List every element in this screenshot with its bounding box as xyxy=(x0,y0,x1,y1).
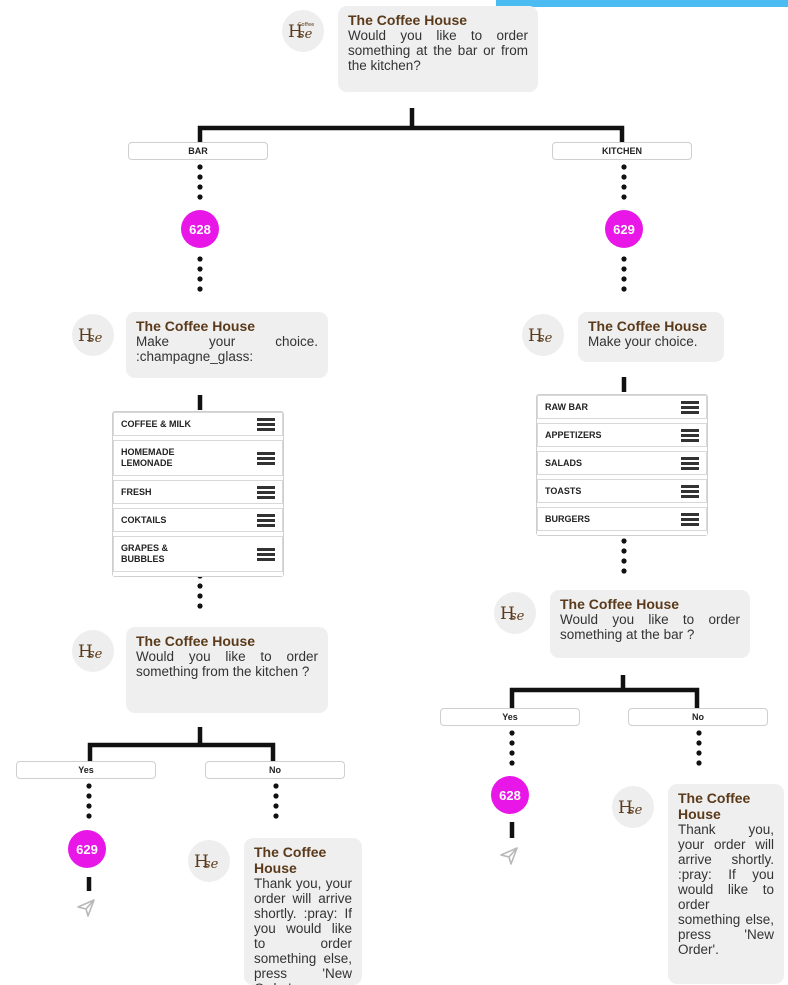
hamburger-icon xyxy=(257,513,275,527)
message-text: Thank you, your order will arrive shortl… xyxy=(678,822,774,957)
cross-sell-bubble: The Coffee House Would you like to order… xyxy=(126,627,328,713)
menu-item[interactable]: SALADS xyxy=(537,451,707,479)
menu-item-label: RAW BAR xyxy=(545,401,588,412)
menu-item-label: COFFEE & MILK xyxy=(121,418,191,429)
message-sender: The Coffee House xyxy=(678,790,751,822)
flow-step-badge: 629 xyxy=(605,210,643,248)
message-sender: The Coffee House xyxy=(254,844,327,876)
message-text: Thank you, your order will arrive shortl… xyxy=(254,876,352,985)
menu-prompt-bubble: The Coffee House Make your choice. xyxy=(578,312,724,362)
svg-text:se: se xyxy=(88,331,103,346)
hamburger-icon xyxy=(257,451,275,465)
menu-item-label: SALADS xyxy=(545,457,583,468)
menu-prompt-bubble: The Coffee House Make your choice. :cham… xyxy=(126,312,328,378)
menu-item[interactable]: COKTAILS xyxy=(113,508,283,536)
svg-text:H: H xyxy=(288,22,303,42)
option-yes-button[interactable]: Yes xyxy=(440,708,580,726)
flow-step-badge: 628 xyxy=(491,776,529,814)
message-text: Would you like to order something at the… xyxy=(348,28,528,73)
option-yes-button[interactable]: Yes xyxy=(16,761,156,779)
thank-you-bubble: The Coffee House Thank you, your order w… xyxy=(244,838,362,985)
option-kitchen-button[interactable]: KITCHEN xyxy=(552,142,692,160)
flow-step-badge: 629 xyxy=(68,830,106,868)
svg-text:Coffee: Coffee xyxy=(298,22,314,28)
message-sender: The Coffee House xyxy=(348,12,468,28)
menu-item-label: APPETIZERS xyxy=(545,429,602,440)
menu-item[interactable]: TOASTS xyxy=(537,479,707,507)
hamburger-icon xyxy=(257,417,275,431)
hamburger-icon xyxy=(681,484,699,498)
hamburger-icon xyxy=(257,547,275,561)
menu-item[interactable]: RAW BAR xyxy=(537,395,707,423)
send-icon[interactable] xyxy=(76,898,96,918)
menu-item[interactable]: GRAPES & BUBBLES xyxy=(113,536,283,576)
hamburger-icon xyxy=(681,512,699,526)
option-no-button[interactable]: No xyxy=(628,708,768,726)
message-text: Would you like to order something from t… xyxy=(136,649,318,679)
bar-menu-list: COFFEE & MILK HOMEMADE LEMONADE FRESH CO… xyxy=(112,411,284,577)
message-text: Make your choice. xyxy=(588,334,698,349)
svg-text:H: H xyxy=(78,326,93,346)
kitchen-menu-list: RAW BAR APPETIZERS SALADS TOASTS BURGERS xyxy=(536,394,708,536)
svg-text:se: se xyxy=(88,647,103,662)
menu-item-label: TOASTS xyxy=(545,485,582,496)
svg-text:se: se xyxy=(204,857,219,872)
svg-text:se: se xyxy=(628,803,643,818)
message-text: Would you like to order something at the… xyxy=(560,612,740,642)
top-accent-bar xyxy=(496,0,788,7)
menu-item-label: FRESH xyxy=(121,486,152,497)
svg-text:H: H xyxy=(528,326,543,346)
option-no-button[interactable]: No xyxy=(205,761,345,779)
send-icon[interactable] xyxy=(499,846,519,866)
menu-item-label: COKTAILS xyxy=(121,514,167,525)
message-sender: The Coffee House xyxy=(560,596,680,612)
svg-text:H: H xyxy=(618,798,633,818)
cross-sell-bubble: The Coffee House Would you like to order… xyxy=(550,590,750,658)
hamburger-icon xyxy=(681,400,699,414)
root-message-bubble: The Coffee House Would you like to order… xyxy=(338,6,538,92)
svg-text:se: se xyxy=(538,331,553,346)
menu-item-label: GRAPES & BUBBLES xyxy=(121,543,169,564)
message-sender: The Coffee House xyxy=(136,318,256,334)
svg-text:H: H xyxy=(78,642,93,662)
message-text: Make your choice. :champagne_glass: xyxy=(136,334,318,364)
menu-item-label: BURGERS xyxy=(545,513,591,524)
hamburger-icon xyxy=(681,428,699,442)
svg-text:H: H xyxy=(194,852,209,872)
menu-item[interactable]: BURGERS xyxy=(537,507,707,535)
thank-you-bubble: The Coffee House Thank you, your order w… xyxy=(668,784,784,984)
message-sender: The Coffee House xyxy=(588,318,708,334)
svg-text:se: se xyxy=(298,27,313,42)
menu-item[interactable]: COFFEE & MILK xyxy=(113,412,283,440)
hamburger-icon xyxy=(681,456,699,470)
menu-item-label: HOMEMADE LEMONADE xyxy=(121,447,175,468)
svg-text:se: se xyxy=(510,609,525,624)
menu-item[interactable]: HOMEMADE LEMONADE xyxy=(113,440,283,480)
option-bar-button[interactable]: BAR xyxy=(128,142,268,160)
hamburger-icon xyxy=(257,485,275,499)
menu-item[interactable]: FRESH xyxy=(113,480,283,508)
svg-text:H: H xyxy=(500,604,515,624)
flow-step-badge: 628 xyxy=(181,210,219,248)
message-sender: The Coffee House xyxy=(136,633,256,649)
menu-item[interactable]: APPETIZERS xyxy=(537,423,707,451)
